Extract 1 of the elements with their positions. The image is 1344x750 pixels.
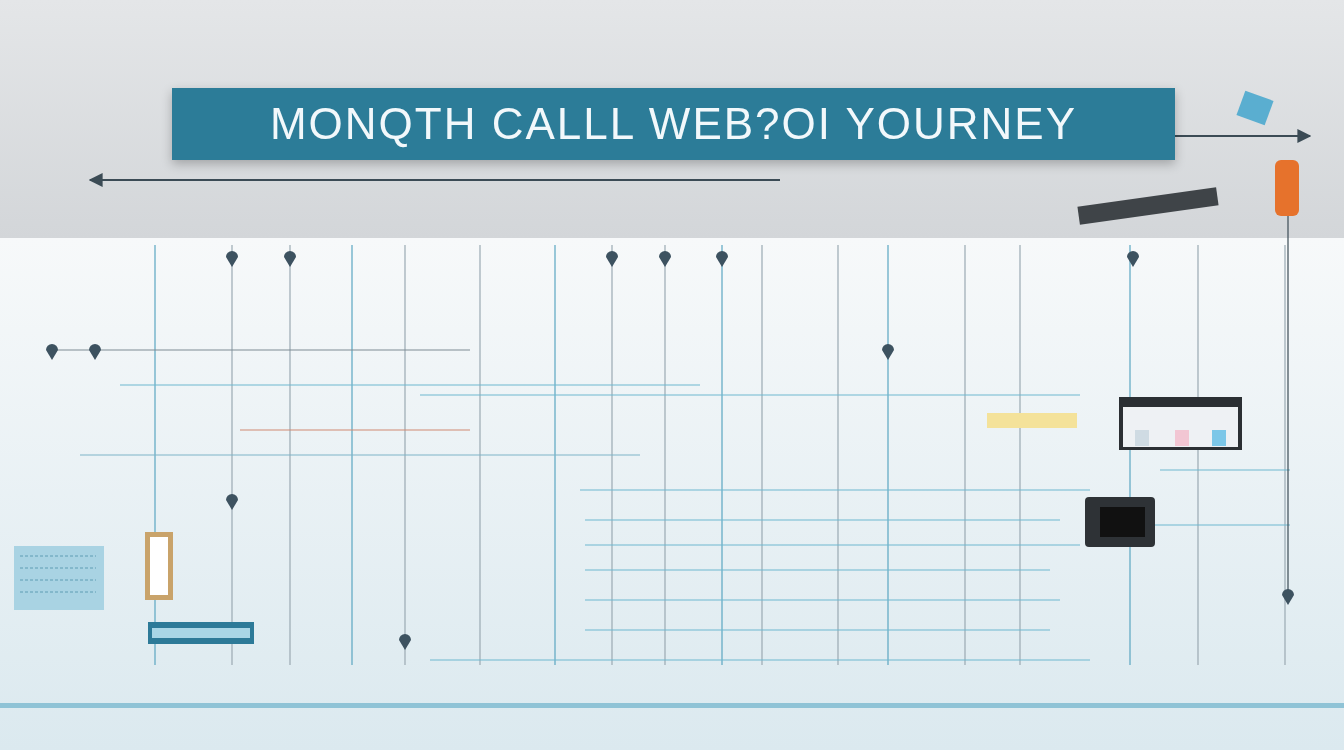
title-banner: MONQTH CALLL WEB?OI YOURNEY [172, 88, 1175, 160]
